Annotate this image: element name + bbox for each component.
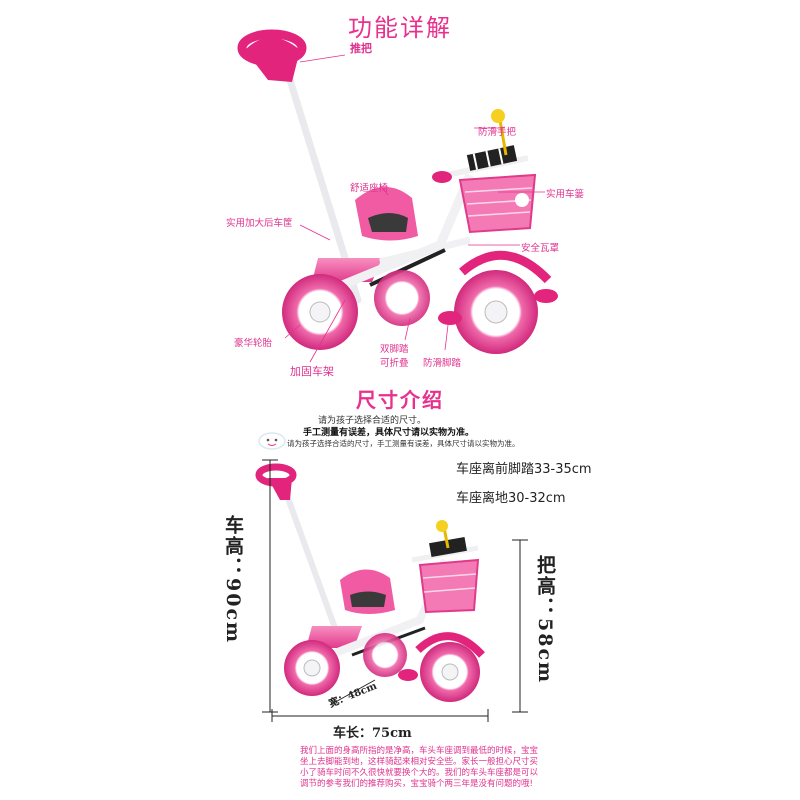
- callout-push-handle: 推把: [350, 42, 372, 55]
- callout-rear-bucket: 实用加大后车筐: [226, 218, 293, 229]
- tricycle-small-image: [255, 463, 485, 702]
- callout-lines: [284, 54, 545, 363]
- callout-comfort-seat: 舒适座椅: [350, 183, 389, 194]
- callout-anti-slip-pedal: 防滑脚踏: [423, 358, 462, 369]
- length-label: 车长：75cm: [333, 726, 412, 741]
- tricycle-large-image: [237, 29, 558, 354]
- callout-basket: 实用车篓: [546, 189, 585, 200]
- seat-to-ground-measure: 车座离地30-32cm: [456, 491, 566, 506]
- size-note-1: 请为孩子选择合适的尺寸。: [318, 416, 427, 426]
- size-note-2: 手工测量有误差，具体尺寸请以实物为准。: [303, 428, 475, 438]
- callout-anti-slip-grip: 防滑手把: [478, 127, 517, 138]
- callout-double-pedal: 双脚踏: [380, 344, 409, 355]
- size-section-title: 尺寸介绍: [356, 388, 444, 412]
- dimension-lines: [262, 459, 528, 722]
- seat-to-pedal-measure: 车座离前脚踏33-35cm: [456, 462, 592, 477]
- cloud-smiley-icon: [258, 432, 286, 450]
- footer-note: 我们上面的身高所指的是净高，车头车座调到最低的时候，宝宝坐上去脚能到地，这样骑起…: [300, 746, 539, 789]
- size-note-3: 请为孩子选择合适的尺寸，手工测量有误差，具体尺寸请以实物为准。: [287, 439, 520, 448]
- page-title: 功能详解: [348, 14, 452, 42]
- vehicle-height-label: 车高：90cm: [222, 515, 244, 645]
- callout-fender: 安全瓦罩: [521, 243, 560, 254]
- callout-frame: 加固车架: [290, 365, 334, 378]
- handle-height-label: 把高：58cm: [534, 555, 556, 685]
- callout-foldable: 可折叠: [380, 358, 409, 369]
- callout-tire: 豪华轮胎: [234, 338, 273, 349]
